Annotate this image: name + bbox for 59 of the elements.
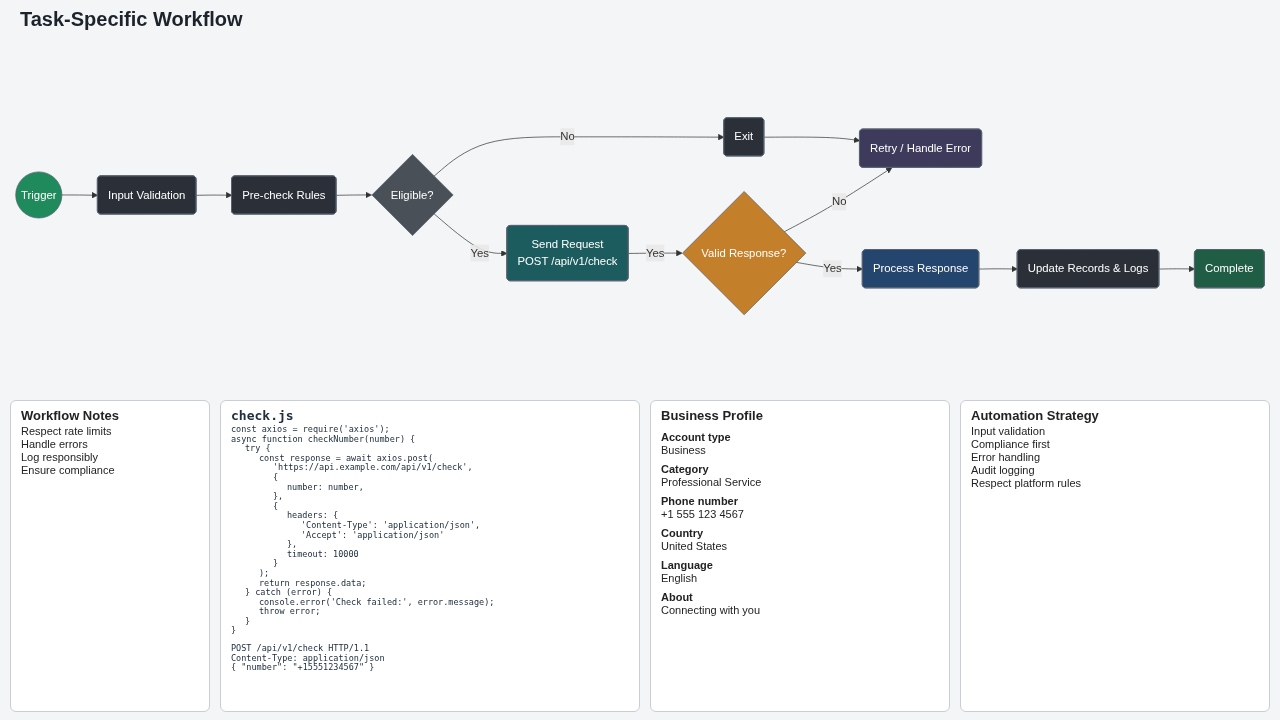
code-line: return response.data; xyxy=(259,578,367,589)
edge-label: No xyxy=(832,195,847,208)
code-line: { "number": "+15551234567" } xyxy=(231,663,375,673)
field-label: Category xyxy=(661,463,709,476)
code-line: 'Content-Type': 'application/json', xyxy=(300,520,481,531)
field-value: +1 555 123 4567 xyxy=(661,508,744,521)
code-line: try { xyxy=(245,444,271,454)
code-line: number: number, xyxy=(286,482,364,493)
code-line: 'Accept': 'application/json' xyxy=(300,530,445,541)
code-line: console.error('Check failed:', error.message); xyxy=(258,597,495,607)
node-circle: Trigger xyxy=(15,171,63,219)
checklist-item: Compliance first xyxy=(971,438,1050,451)
code-line: const response = await axios.post( xyxy=(259,453,433,464)
checklist-item: Input validation xyxy=(971,425,1045,438)
field-label: About xyxy=(661,591,693,604)
panel-heading: Automation Strategy xyxy=(971,407,1099,425)
panel-heading: Workflow Notes xyxy=(21,407,119,425)
code-line: headers: { xyxy=(286,511,339,521)
code-line: async function checkNumber(number) { xyxy=(231,434,416,445)
code-line: POST /api/v1/check HTTP/1.1 xyxy=(231,644,370,654)
checklist-item: Respect rate limits xyxy=(21,425,112,438)
code-line: } catch (error) { xyxy=(244,588,332,598)
code-line: } xyxy=(244,616,251,627)
field-value: Professional Service xyxy=(661,476,762,489)
field-value: United States xyxy=(661,540,728,553)
code-line: { xyxy=(272,501,279,512)
checklist-item: Log responsibly xyxy=(21,451,99,464)
field-label: Country xyxy=(661,527,704,540)
edge-label: Yes xyxy=(645,246,665,259)
code-line: timeout: 10000 xyxy=(286,549,359,560)
field-value: Connecting with you xyxy=(661,604,761,617)
checklist-item: Respect platform rules xyxy=(971,477,1082,490)
code-line: ); xyxy=(258,568,270,579)
code-line: Content-Type: application/json xyxy=(231,653,385,664)
code-line: } xyxy=(272,559,279,569)
code-line: const axios = require('axios'); xyxy=(231,425,390,435)
code-line: }, xyxy=(272,492,284,502)
checklist-item: Audit logging xyxy=(971,464,1035,477)
code-line: 'https://api.example.com/api/v1/check', xyxy=(272,463,473,473)
node-diamond: Valid Response? xyxy=(682,190,807,315)
field-label: Language xyxy=(661,559,713,572)
code-line: { xyxy=(272,472,279,483)
edge-label: Yes xyxy=(823,262,842,275)
field-value: English xyxy=(661,572,698,585)
panel-heading: check.js xyxy=(231,407,294,425)
field-value: Business xyxy=(661,444,706,457)
diagram-title: Task-Specific Workflow xyxy=(20,8,243,31)
edge-label: No xyxy=(560,130,575,143)
edge-label: Yes xyxy=(470,246,490,259)
checklist-item: Error handling xyxy=(971,451,1041,464)
code-line: throw error; xyxy=(258,607,321,617)
panel-heading: Business Profile xyxy=(661,407,763,425)
field-label: Phone number xyxy=(661,495,738,508)
checklist-item: Handle errors xyxy=(21,438,88,451)
code-line: } xyxy=(231,626,237,637)
field-label: Account type xyxy=(661,431,731,444)
node-diamond: Eligible? xyxy=(371,153,454,236)
code-line: }, xyxy=(286,540,298,550)
checklist-item: Ensure compliance xyxy=(21,464,115,477)
